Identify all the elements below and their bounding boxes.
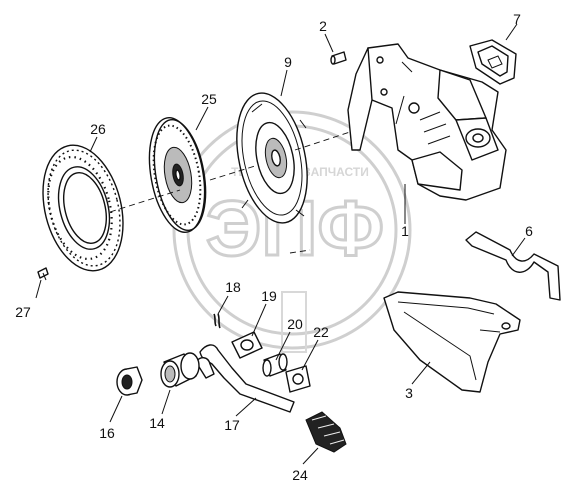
callout-22: 22 (313, 324, 329, 340)
pressure-plate-part-9 (236, 92, 308, 224)
callout-17: 17 (224, 417, 240, 433)
callout-3: 3 (405, 385, 413, 401)
callout-labels: 1 2 7 9 25 26 6 3 27 18 19 20 22 17 14 1… (15, 11, 533, 483)
callout-26: 26 (90, 121, 106, 137)
clutch-disc-part-25 (148, 117, 207, 233)
pin-part-2 (330, 51, 347, 65)
bushing-part-20 (262, 353, 288, 377)
callout-19: 19 (261, 288, 277, 304)
clutch-housing-part-1 (347, 43, 507, 201)
spring-pin-part-18 (213, 313, 221, 329)
gasket-part-7 (469, 39, 517, 85)
release-bearing-part-14 (160, 352, 200, 388)
callout-14: 14 (149, 415, 165, 431)
bearing-ring-part-16 (116, 366, 143, 396)
callout-7: 7 (513, 11, 521, 27)
flange-part-22 (285, 365, 311, 393)
bracket-part-6 (465, 231, 561, 301)
callout-25: 25 (201, 91, 217, 107)
callout-27: 27 (15, 304, 31, 320)
friction-disc-part-26 (42, 144, 124, 272)
callout-1: 1 (401, 223, 409, 239)
cover-part-3 (383, 291, 521, 393)
leader-lines (35, 23, 526, 465)
callout-20: 20 (287, 316, 303, 332)
callout-24: 24 (292, 467, 308, 483)
flange-part-19 (231, 331, 263, 359)
callout-2: 2 (319, 18, 327, 34)
callout-18: 18 (225, 279, 241, 295)
callout-6: 6 (525, 223, 533, 239)
boot-part-24 (305, 411, 347, 453)
callout-9: 9 (284, 54, 292, 70)
callout-16: 16 (99, 425, 115, 441)
bolt-part-27 (37, 267, 49, 281)
